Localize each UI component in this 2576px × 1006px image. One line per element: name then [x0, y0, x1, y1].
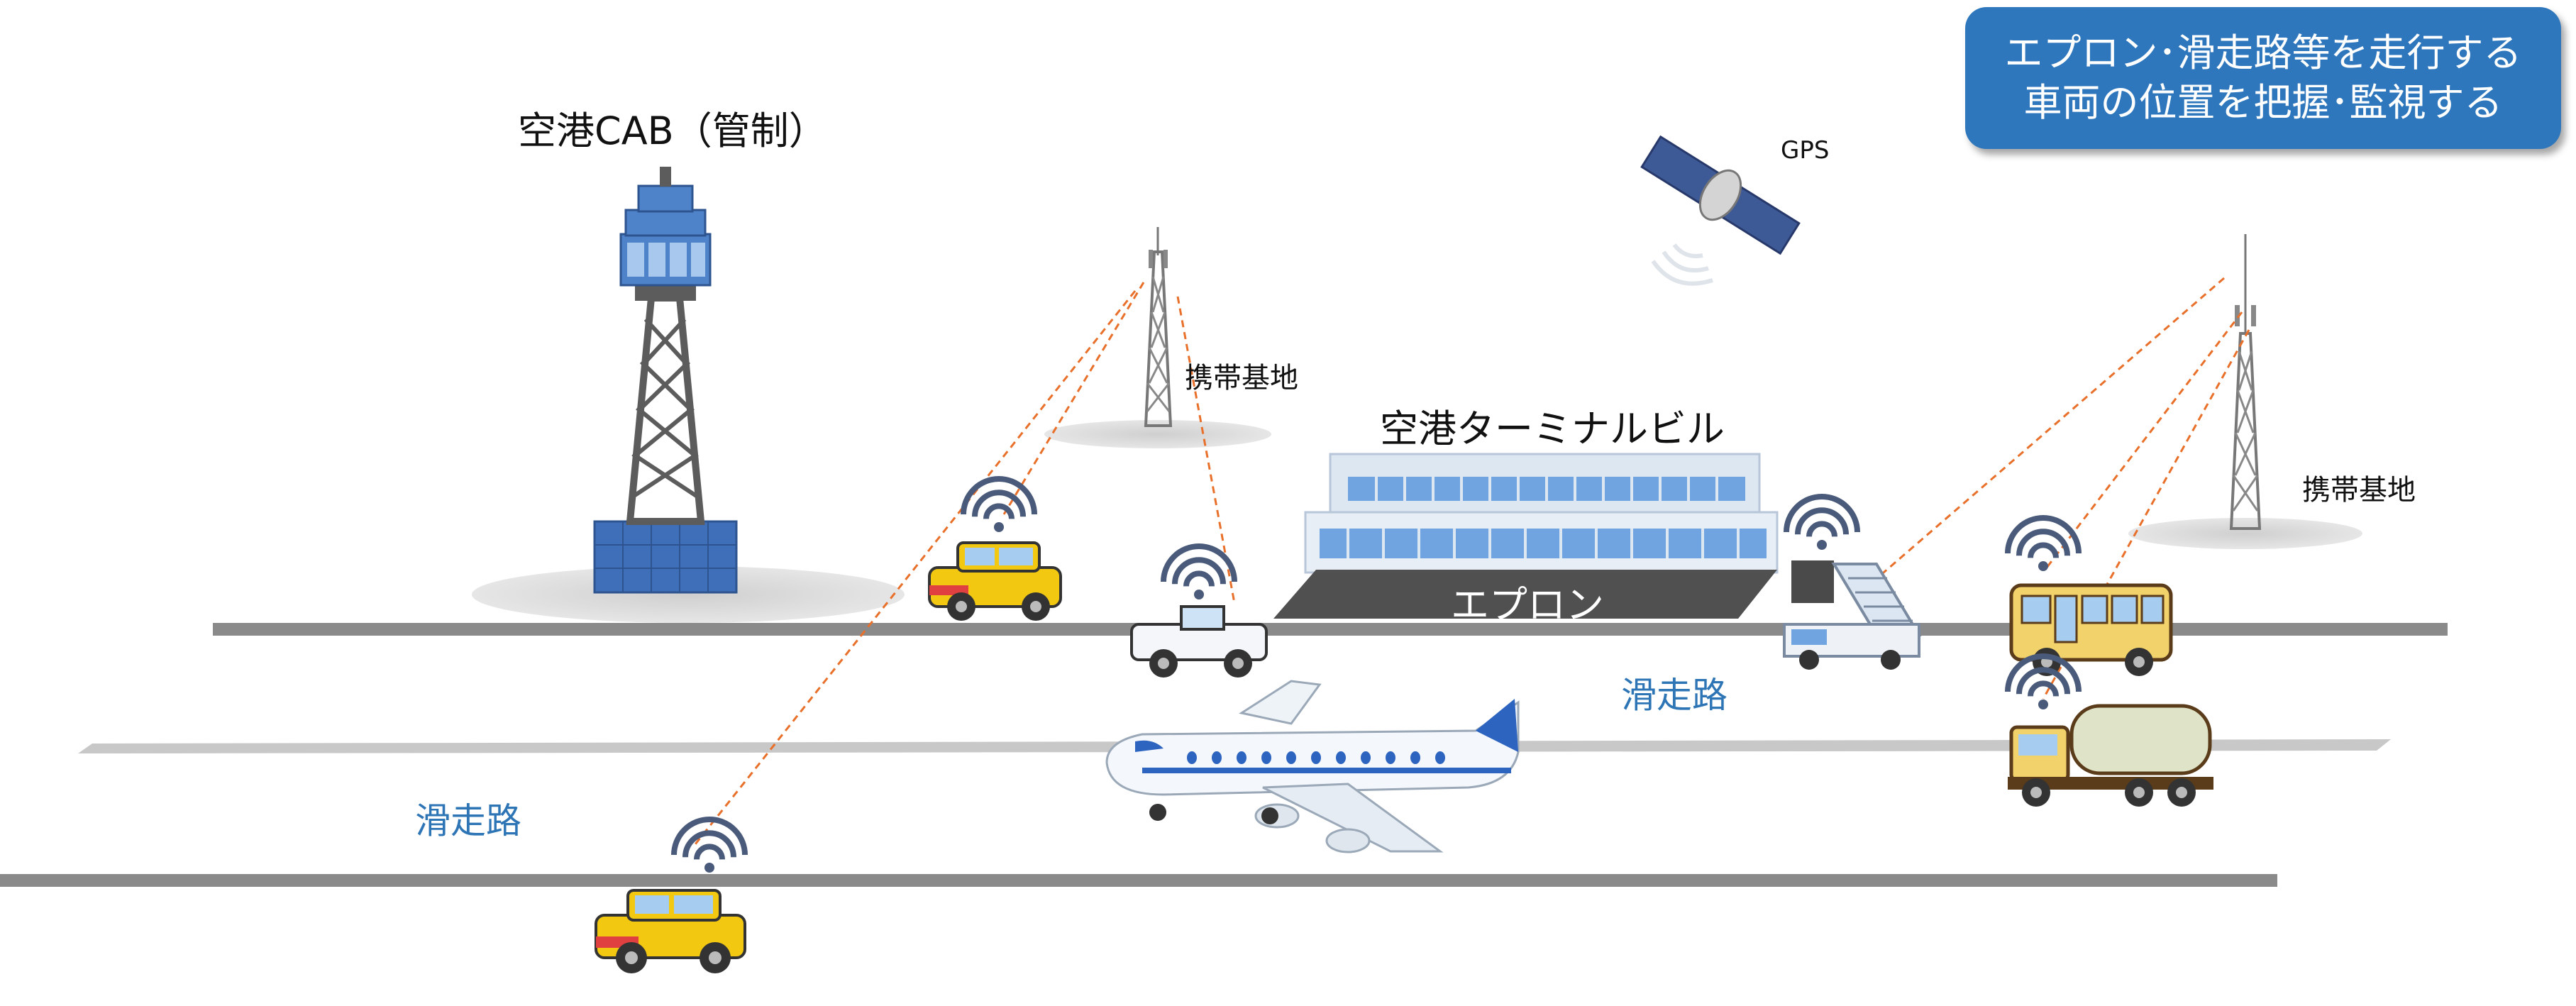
gps-label: GPS: [1781, 136, 1830, 165]
airplane-icon: [1105, 680, 1520, 853]
wifi-icons: [671, 476, 2082, 873]
cell-tower-icon-right: [2229, 234, 2262, 530]
tower-label: 空港CAB（管制）: [518, 109, 827, 153]
wifi-icon: [2005, 515, 2082, 571]
base-right-shadow: [2128, 518, 2362, 549]
apron-label: エプロン: [1451, 582, 1604, 627]
bus-icon: [2009, 583, 2173, 676]
runway-left-label: 滑走路: [415, 800, 521, 841]
cell-tower-icon: [1144, 227, 1173, 427]
callout-box: エプロン･滑走路等を走行する 車両の位置を把握･監視する: [1965, 7, 2561, 149]
wifi-icon: [1784, 494, 1860, 550]
wifi-icon: [961, 476, 1037, 532]
callout-line-2: 車両の位置を把握･監視する: [2023, 80, 2503, 125]
callout-line-1: エプロン･滑走路等を走行する: [2004, 31, 2522, 75]
base-right-label: 携帯基地: [2302, 474, 2416, 507]
stairs-truck-icon: [1783, 560, 1922, 670]
tanker-truck-icon: [2008, 704, 2213, 807]
control-tower-icon: [593, 167, 738, 594]
wifi-icon: [2005, 653, 2082, 709]
base-left-label: 携帯基地: [1185, 362, 1298, 394]
wifi-icon: [1161, 543, 1237, 599]
apron-bar: [1273, 570, 1777, 619]
signal-links: [694, 277, 2250, 845]
tower-shadow: [472, 566, 905, 623]
tug-icon: [1130, 605, 1268, 678]
base-left-shadow: [1044, 420, 1271, 448]
runway-right-label: 滑走路: [1621, 675, 1728, 716]
runway-lower: [0, 874, 2277, 887]
yellow-car-icon-lower: [595, 889, 746, 973]
yellow-car-icon: [928, 541, 1062, 621]
satellite-icon: [1640, 135, 1801, 286]
wifi-icon: [671, 817, 748, 873]
terminal-building-icon: [1273, 453, 1779, 619]
terminal-label: 空港ターミナルビル: [1380, 407, 1725, 451]
